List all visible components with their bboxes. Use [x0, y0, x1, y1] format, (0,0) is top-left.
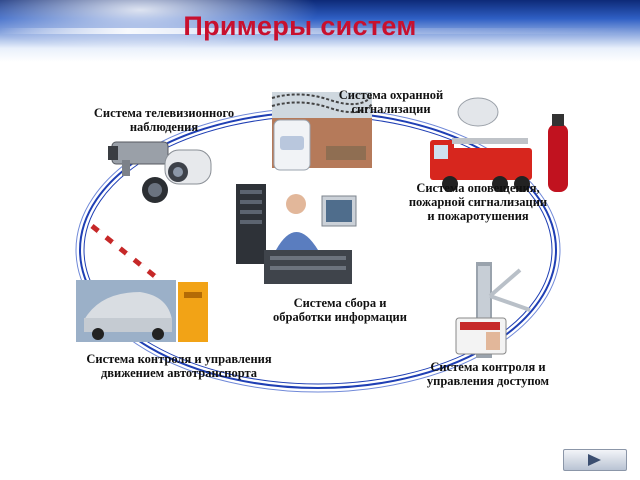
slide-header: [0, 0, 640, 62]
next-arrow-icon: [588, 454, 601, 466]
label-access-control: Система контроля и управления доступом: [426, 360, 550, 388]
label-vehicle-control: Система контроля и управления движением …: [86, 352, 272, 380]
vehicle-barrier-icon: [76, 224, 208, 342]
label-cctv: Система телевизионного наблюдения: [93, 106, 235, 134]
label-fire-alarm: Система оповещения, пожарной сигнализаци…: [408, 181, 548, 223]
fire-truck-icon: [430, 97, 568, 192]
cctv-camera-icon: [108, 141, 212, 203]
security-alarm-icon: [271, 92, 373, 171]
access-turnstile-icon: [455, 262, 531, 358]
data-processing-icon: [236, 184, 357, 284]
label-security-alarm: Система охранной сигнализации: [338, 88, 444, 116]
next-slide-button[interactable]: [563, 449, 627, 471]
slide-title: Примеры систем: [183, 11, 417, 41]
label-data-processing: Система сбора и обработки информации: [273, 296, 407, 324]
